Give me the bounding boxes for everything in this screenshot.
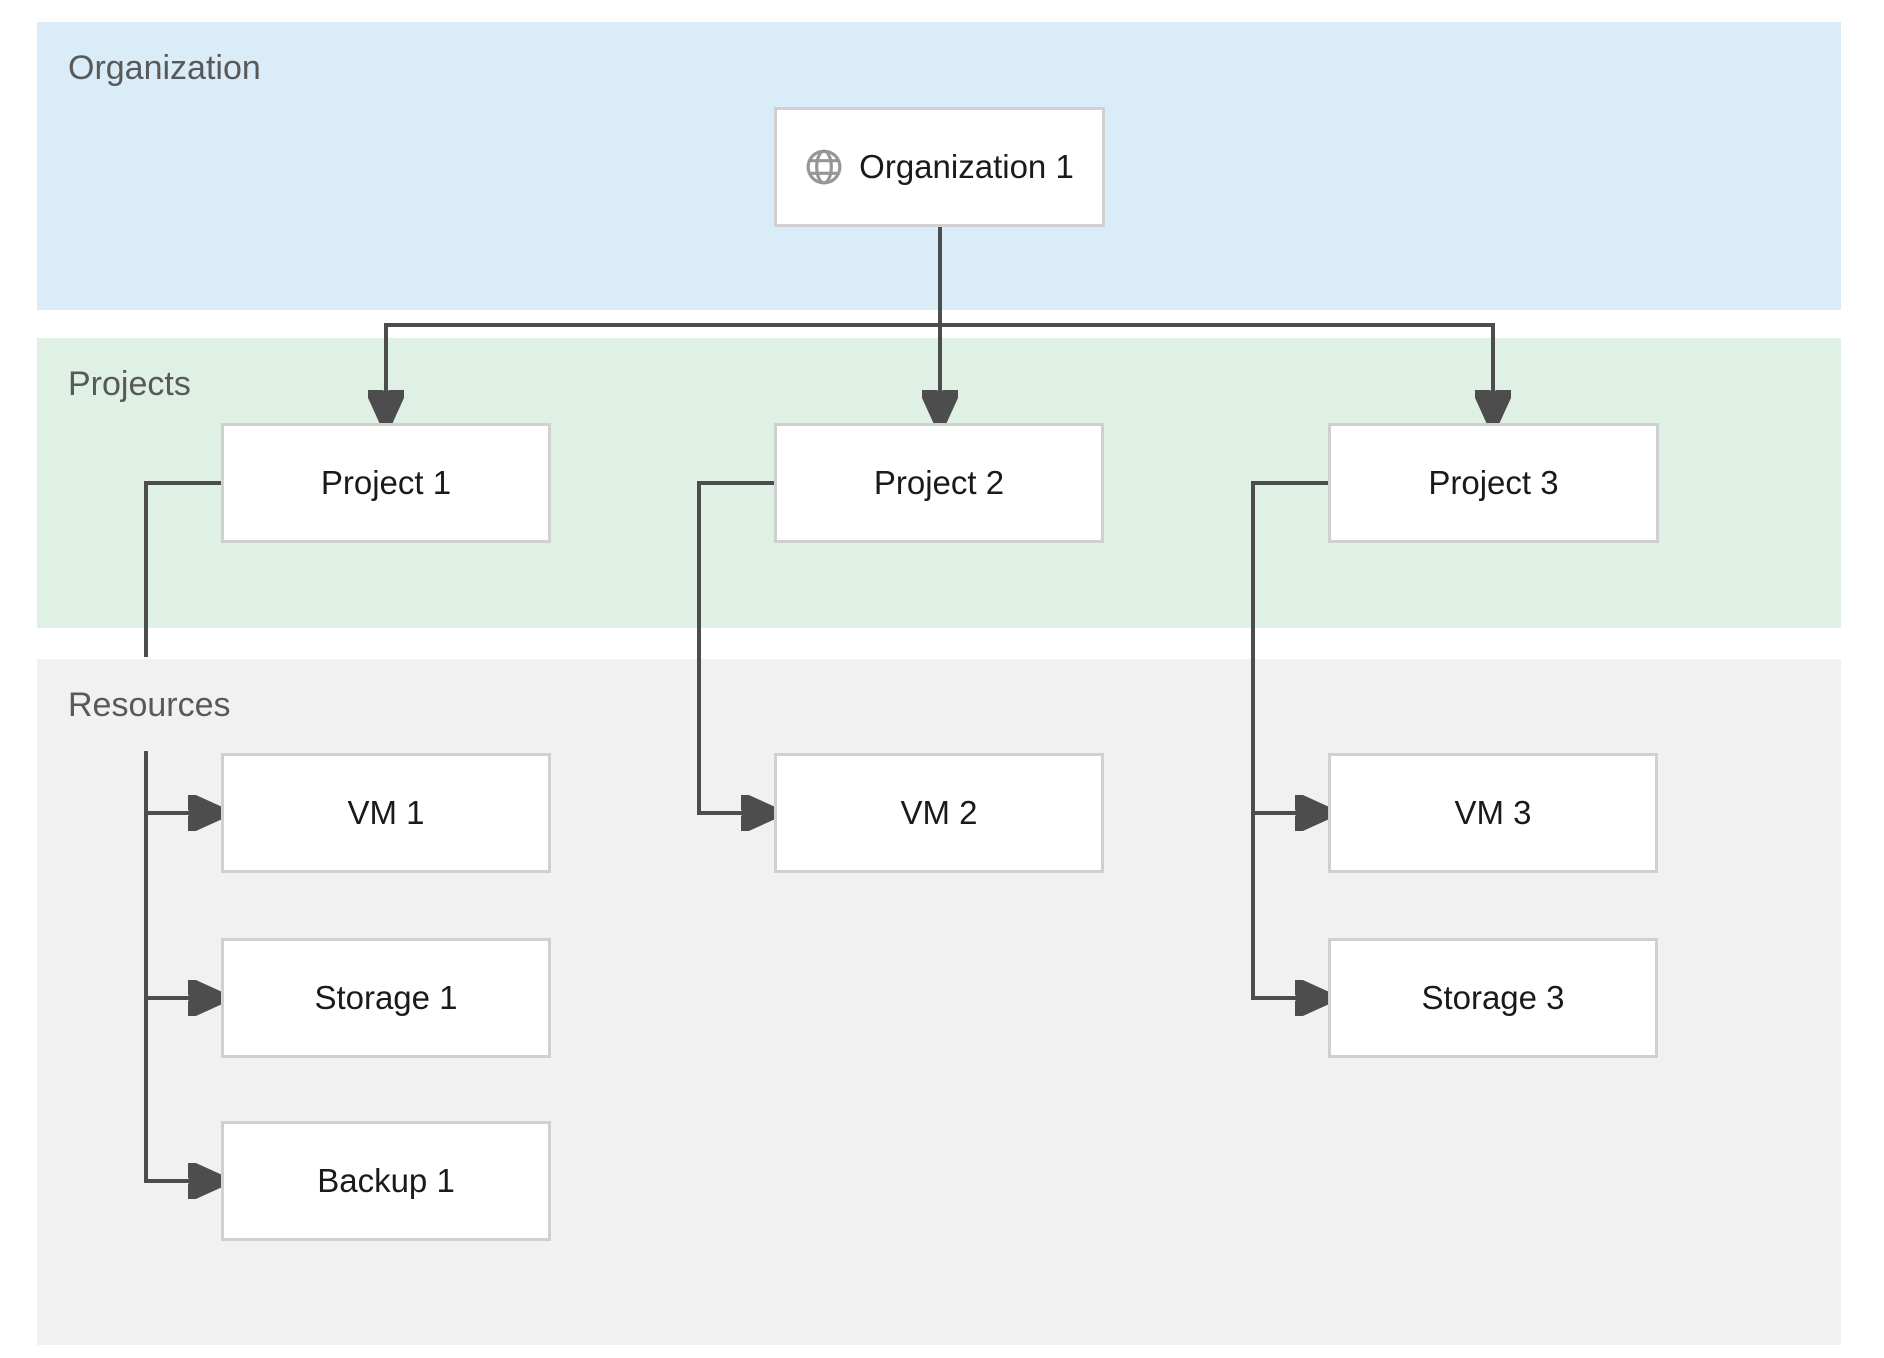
band-label-organization: Organization (68, 49, 261, 87)
node-project-2: Project 2 (774, 423, 1104, 543)
node-storage-3: Storage 3 (1328, 938, 1658, 1058)
node-backup-1: Backup 1 (221, 1121, 551, 1241)
node-label: Storage 3 (1421, 979, 1565, 1016)
band-label-resources: Resources (68, 686, 231, 724)
node-organization-1: Organization 1 (774, 107, 1105, 227)
band-label-projects: Projects (68, 365, 191, 403)
node-vm-1: VM 1 (221, 753, 551, 873)
node-vm-3: VM 3 (1328, 753, 1658, 873)
globe-icon (805, 148, 843, 186)
node-vm-2: VM 2 (774, 753, 1104, 873)
node-label: VM 1 (347, 794, 425, 831)
node-label: VM 2 (900, 794, 978, 831)
node-label: Project 3 (1428, 464, 1559, 501)
node-label: Organization 1 (859, 148, 1074, 185)
node-label: Project 2 (873, 464, 1005, 501)
node-label: Storage 1 (314, 979, 458, 1016)
node-label: Backup 1 (317, 1162, 455, 1199)
node-storage-1: Storage 1 (221, 938, 551, 1058)
node-label: VM 3 (1454, 794, 1532, 831)
node-label: Project 1 (320, 464, 452, 501)
node-project-1: Project 1 (221, 423, 551, 543)
node-project-3: Project 3 (1328, 423, 1659, 543)
